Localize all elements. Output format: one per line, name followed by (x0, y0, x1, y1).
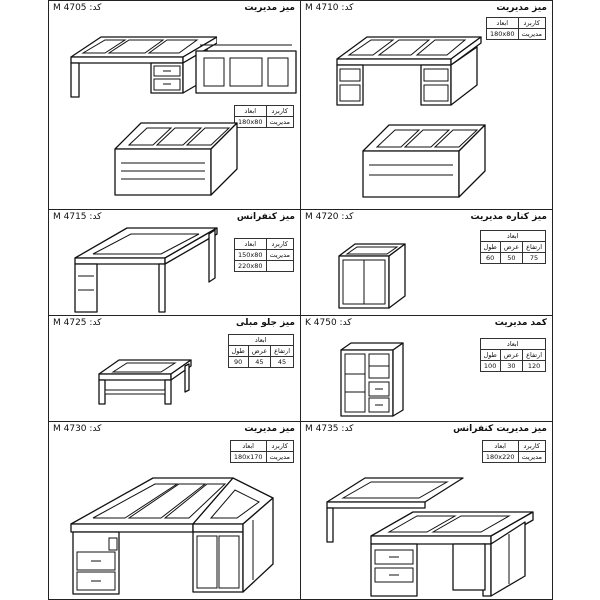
product-code: M 4725 :کد (53, 318, 102, 328)
product-title: میز کناره مدیریت (470, 212, 547, 222)
product-title: میز کنفرانس (236, 212, 295, 222)
product-title: کمد مدیریت (494, 318, 547, 328)
product-code: M 4730 :کد (53, 424, 102, 434)
conference-table-illustration (74, 227, 218, 313)
product-title: میز مدیریت (244, 3, 295, 13)
cabinet-illustration (340, 342, 404, 417)
product-title: میز مدیریت (244, 424, 295, 434)
desk-illustration (70, 36, 217, 98)
product-title: میز جلو مبلی (236, 318, 295, 328)
desk-back-illustration (362, 124, 486, 198)
desk-back-illustration (114, 122, 238, 196)
product-code: M 4710 :کد (305, 3, 354, 13)
l-shaped-desk-illustration (70, 477, 274, 595)
product-title: میز مدیریت (496, 3, 547, 13)
product-code: M 4735 :کد (305, 424, 354, 434)
product-card-m4720: M 4720 :کد میز کناره مدیریت ابعاد ارتفاع… (300, 209, 553, 316)
desk-top-view-drawing (195, 44, 297, 94)
coffee-table-illustration (98, 359, 192, 405)
product-code: M 4705 :کد (53, 3, 102, 13)
product-code: M 4720 :کد (305, 212, 354, 222)
product-code: K 4750 :کد (305, 318, 352, 328)
product-code: M 4715 :کد (53, 212, 102, 222)
desk-illustration (336, 36, 482, 106)
conference-desk-illustration (326, 477, 534, 597)
side-cabinet-illustration (338, 243, 406, 309)
product-title: میز مدیریت کنفرانس (453, 424, 547, 434)
